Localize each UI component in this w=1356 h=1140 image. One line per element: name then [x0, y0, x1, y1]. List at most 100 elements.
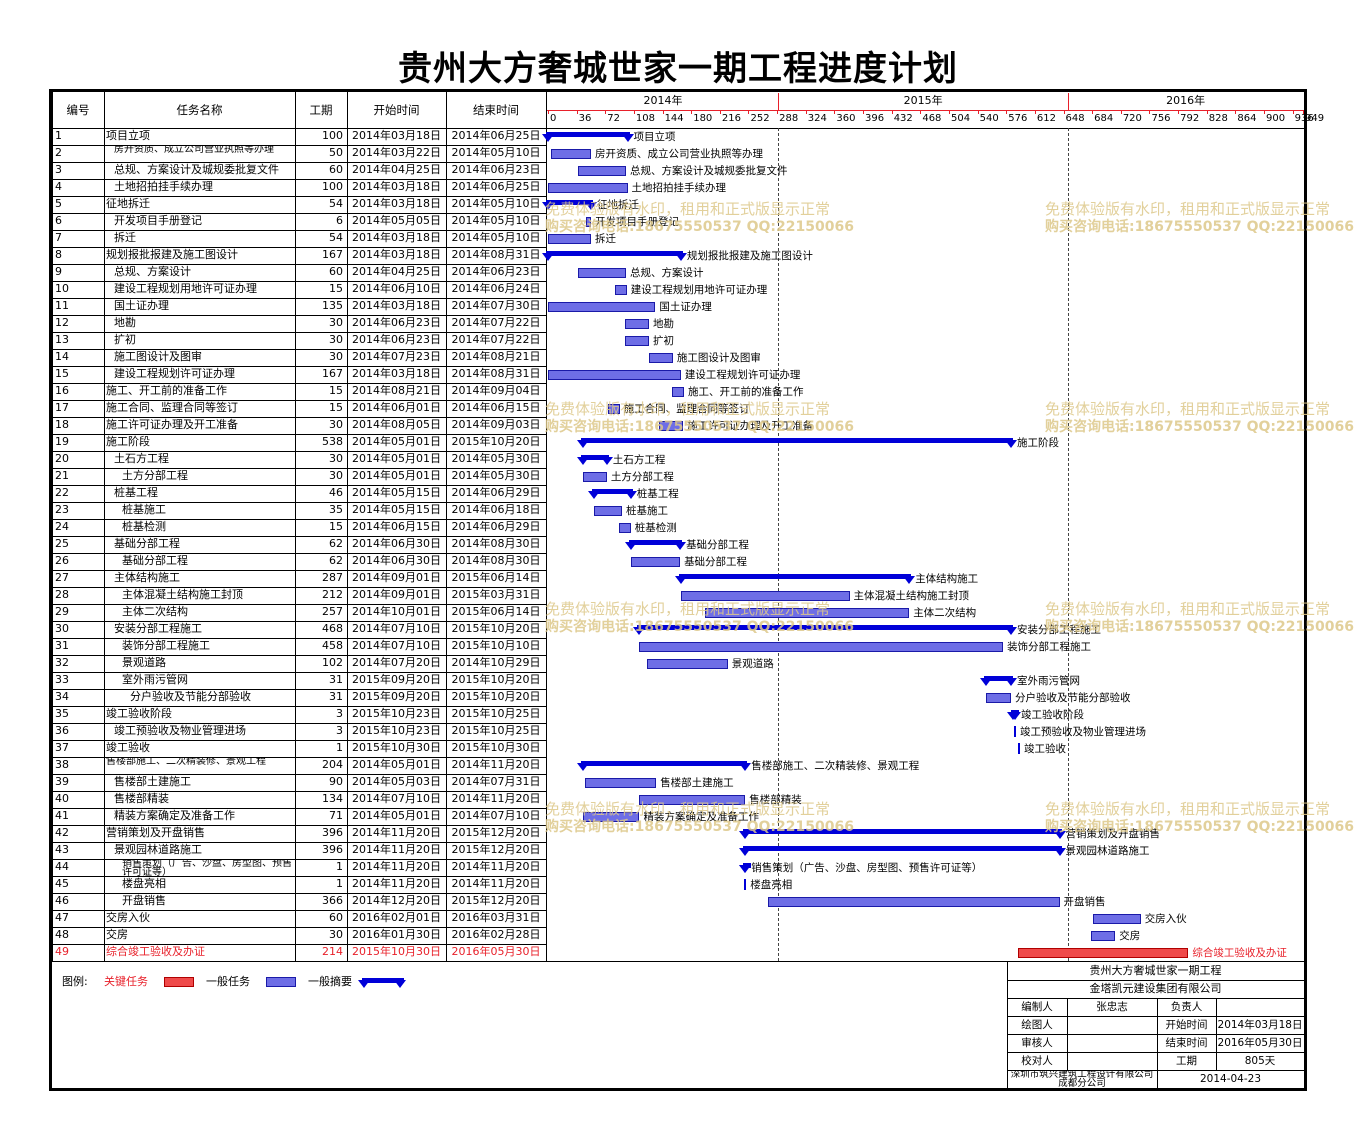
- task-name[interactable]: 总规、方案设计及城规委批复文件: [114, 163, 279, 176]
- task-bar[interactable]: [649, 353, 673, 363]
- task-bar[interactable]: [646, 659, 728, 669]
- tick-mark: [548, 110, 549, 114]
- summary-bar[interactable]: [636, 625, 1014, 630]
- task-bar[interactable]: [583, 812, 640, 822]
- milestone-marker[interactable]: [1017, 743, 1020, 754]
- summary-bar[interactable]: [984, 676, 1014, 681]
- summary-bar[interactable]: [546, 251, 683, 256]
- task-bar[interactable]: [548, 370, 681, 380]
- task-name[interactable]: 土石方工程: [114, 452, 169, 465]
- task-name[interactable]: 室外雨污管网: [122, 673, 188, 686]
- task-bar[interactable]: [638, 642, 1004, 652]
- task-bar[interactable]: [672, 387, 685, 397]
- task-name[interactable]: 土地招拍挂手续办理: [114, 180, 213, 193]
- task-bar[interactable]: [659, 421, 684, 431]
- task-bar[interactable]: [586, 217, 591, 227]
- task-bar[interactable]: [548, 302, 656, 312]
- task-bar[interactable]: [548, 183, 628, 193]
- milestone-marker[interactable]: [1014, 726, 1016, 737]
- task-name[interactable]: 桩基施工: [122, 503, 166, 516]
- task-name[interactable]: 交房: [106, 928, 128, 941]
- task-bar[interactable]: [768, 897, 1060, 907]
- task-name[interactable]: 景观道路: [122, 656, 166, 669]
- task-name[interactable]: 地勘: [114, 316, 136, 329]
- task-name[interactable]: 规划报批报建及施工图设计: [106, 248, 238, 261]
- task-bar[interactable]: [630, 557, 681, 567]
- bar-label: 精装方案确定及准备工作: [643, 811, 759, 823]
- task-name[interactable]: 销售策划（广告、沙盘、房型图、预售许可证等）: [122, 859, 292, 876]
- task-bar[interactable]: [607, 404, 620, 414]
- task-name[interactable]: 主体二次结构: [122, 605, 188, 618]
- task-name[interactable]: 竣工验收阶段: [106, 707, 172, 720]
- task-name[interactable]: 景观园林道路施工: [114, 843, 202, 856]
- summary-bar[interactable]: [546, 132, 630, 137]
- task-name[interactable]: 竣工预验收及物业管理进场: [114, 724, 246, 737]
- task-name[interactable]: 国土证办理: [114, 299, 169, 312]
- task-bar[interactable]: [594, 506, 622, 516]
- task-bar[interactable]: [1092, 914, 1141, 924]
- task-name[interactable]: 建设工程规划用地许可证办理: [114, 282, 257, 295]
- task-bar[interactable]: [578, 268, 626, 278]
- task-name[interactable]: 售楼部土建施工: [114, 775, 191, 788]
- task-name[interactable]: 施工、开工前的准备工作: [106, 384, 227, 397]
- task-bar[interactable]: [625, 319, 650, 329]
- task-name[interactable]: 房开资质、成立公司营业执照等办理: [114, 145, 274, 155]
- task-bar[interactable]: [680, 591, 850, 601]
- task-bar[interactable]: [583, 472, 607, 482]
- summary-bar[interactable]: [678, 574, 912, 579]
- task-name[interactable]: 楼盘亮相: [122, 877, 166, 890]
- task-name[interactable]: 施工合同、监理合同等签订: [106, 401, 238, 414]
- task-name[interactable]: 交房入伙: [106, 911, 150, 924]
- task-name[interactable]: 装饰分部工程施工: [122, 639, 210, 652]
- task-name[interactable]: 建设工程规划许可证办理: [114, 367, 235, 380]
- task-name[interactable]: 基础分部工程: [114, 537, 180, 550]
- task-name[interactable]: 征地拆迁: [106, 197, 150, 210]
- summary-bar[interactable]: [546, 200, 593, 205]
- summary-bar[interactable]: [581, 761, 748, 766]
- task-bar[interactable]: [986, 693, 1012, 703]
- task-name[interactable]: 土方分部工程: [122, 469, 188, 482]
- task-name[interactable]: 综合竣工验收及办证: [106, 945, 205, 958]
- task-bar[interactable]: [1018, 948, 1189, 958]
- task-bar[interactable]: [1091, 931, 1116, 941]
- task-name[interactable]: 总规、方案设计: [114, 265, 191, 278]
- task-bar[interactable]: [618, 523, 631, 533]
- task-bar[interactable]: [625, 336, 650, 346]
- summary-bar[interactable]: [628, 540, 683, 545]
- task-name[interactable]: 营销策划及开盘销售: [106, 826, 205, 839]
- task-name[interactable]: 竣工验收: [106, 741, 150, 754]
- summary-bar[interactable]: [581, 438, 1014, 443]
- task-name[interactable]: 开发项目手册登记: [114, 214, 202, 227]
- task-name[interactable]: 售楼部精装: [114, 792, 169, 805]
- task-name[interactable]: 扩初: [114, 333, 136, 346]
- task-bar[interactable]: [638, 795, 746, 805]
- task-name[interactable]: 拆迁: [114, 231, 136, 244]
- task-name[interactable]: 基础分部工程: [122, 554, 188, 567]
- task-name[interactable]: 精装方案确定及准备工作: [114, 809, 235, 822]
- milestone-marker[interactable]: [744, 879, 747, 890]
- task-name[interactable]: 安装分部工程施工: [114, 622, 202, 635]
- task-name[interactable]: 开盘销售: [122, 894, 166, 907]
- task-bar[interactable]: [548, 234, 591, 244]
- tick-mark: [1063, 110, 1065, 114]
- task-name[interactable]: 桩基工程: [114, 486, 158, 499]
- task-bar[interactable]: [578, 166, 626, 176]
- task-bar[interactable]: [584, 778, 657, 788]
- task-name[interactable]: 施工图设计及图审: [114, 350, 202, 363]
- task-name[interactable]: 项目立项: [106, 129, 150, 142]
- summary-bar[interactable]: [592, 489, 633, 494]
- task-name[interactable]: 分户验收及节能分部验收: [130, 690, 251, 703]
- bar-label: 竣工验收阶段: [1021, 709, 1084, 721]
- task-name[interactable]: 施工阶段: [106, 435, 150, 448]
- summary-bar[interactable]: [581, 455, 609, 460]
- task-bar[interactable]: [704, 608, 910, 618]
- summary-bar[interactable]: [742, 829, 1062, 834]
- summary-bar[interactable]: [742, 846, 1062, 851]
- task-name[interactable]: 主体混凝土结构施工封顶: [122, 588, 243, 601]
- task-bar[interactable]: [614, 285, 627, 295]
- task-name[interactable]: 施工许可证办理及开工准备: [106, 418, 238, 431]
- task-bar[interactable]: [551, 149, 591, 159]
- task-name[interactable]: 桩基检测: [122, 520, 166, 533]
- task-name[interactable]: 售楼部施工、二次精装修、景观工程: [106, 757, 266, 767]
- task-name[interactable]: 主体结构施工: [114, 571, 180, 584]
